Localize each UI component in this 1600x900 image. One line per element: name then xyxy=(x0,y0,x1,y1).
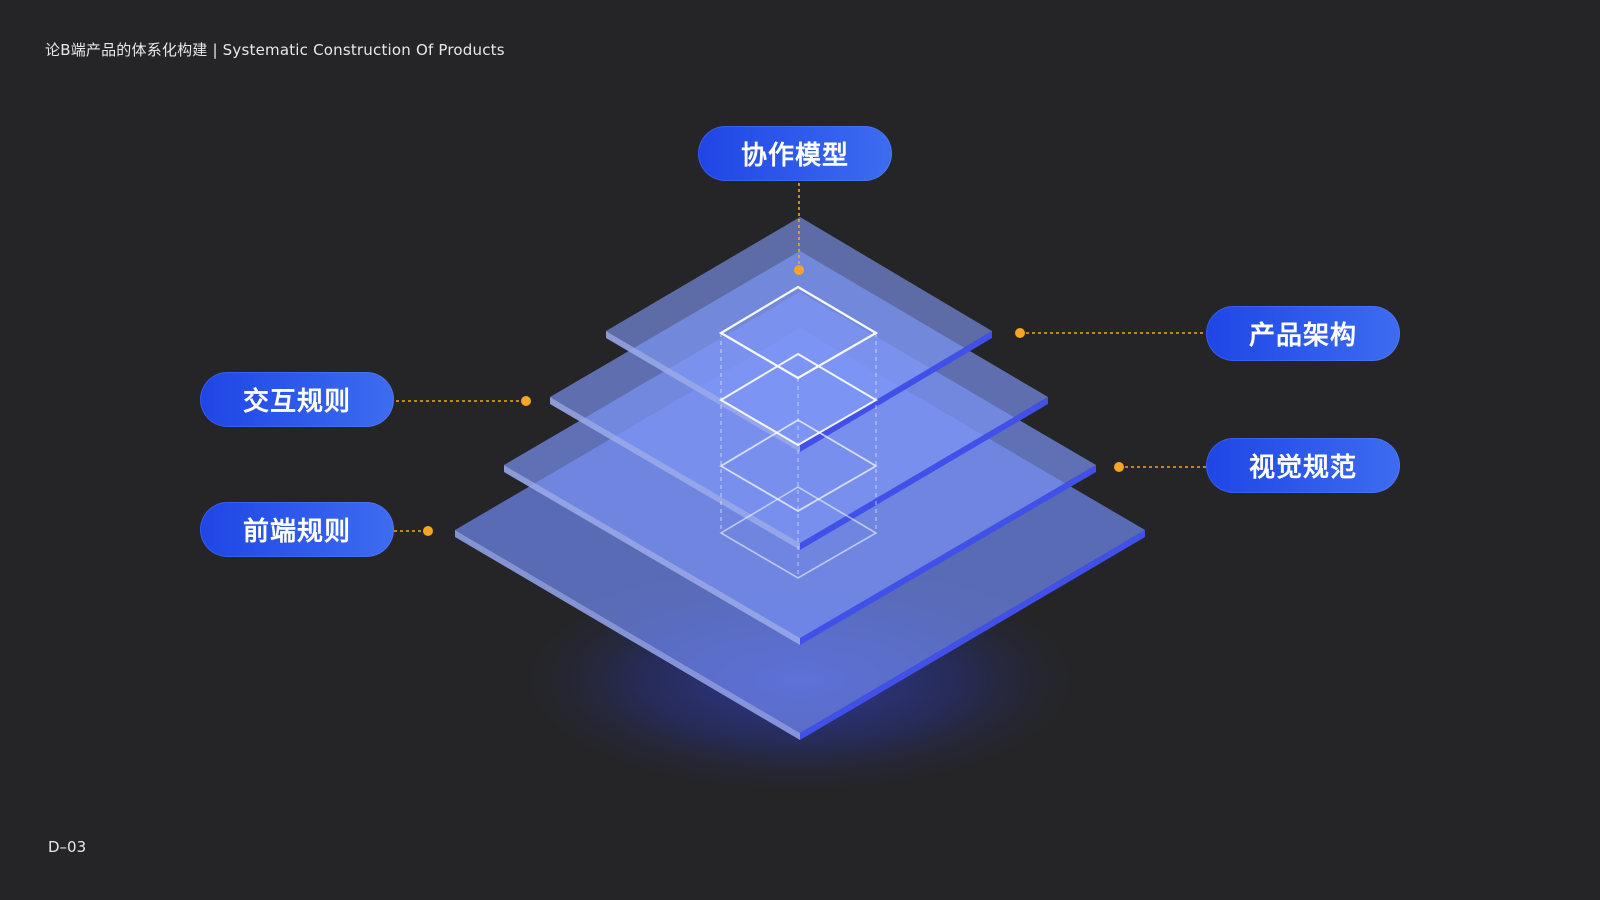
layer-1 xyxy=(606,217,992,452)
label-left-lower-text: 前端规则 xyxy=(242,517,351,547)
connector-dot-left-upper xyxy=(521,396,531,406)
label-right-lower-pill: 视觉规范 xyxy=(1206,438,1400,493)
connector-dots xyxy=(423,265,1124,536)
label-top-text: 协作模型 xyxy=(740,141,849,171)
label-right-lower-text: 视觉规范 xyxy=(1248,453,1357,483)
label-left-lower-pill: 前端规则 xyxy=(200,502,394,557)
label-right-upper-text: 产品架构 xyxy=(1248,321,1357,351)
label-top-pill: 协作模型 xyxy=(698,126,892,181)
page-code: D–03 xyxy=(48,838,87,856)
label-left-upper-pill: 交互规则 xyxy=(200,372,394,427)
connector-dot-right-lower xyxy=(1114,462,1124,472)
connector-dot-right-upper xyxy=(1015,328,1025,338)
wireframe-cubes xyxy=(718,285,879,579)
connectors xyxy=(394,183,1206,532)
page-title: 论B端产品的体系化构建 | Systematic Construction Of… xyxy=(45,41,505,59)
label-left-upper-text: 交互规则 xyxy=(242,387,351,417)
label-right-upper-pill: 产品架构 xyxy=(1206,306,1400,361)
connector-dot-left-lower xyxy=(423,526,433,536)
connector-dot-top xyxy=(794,265,804,275)
